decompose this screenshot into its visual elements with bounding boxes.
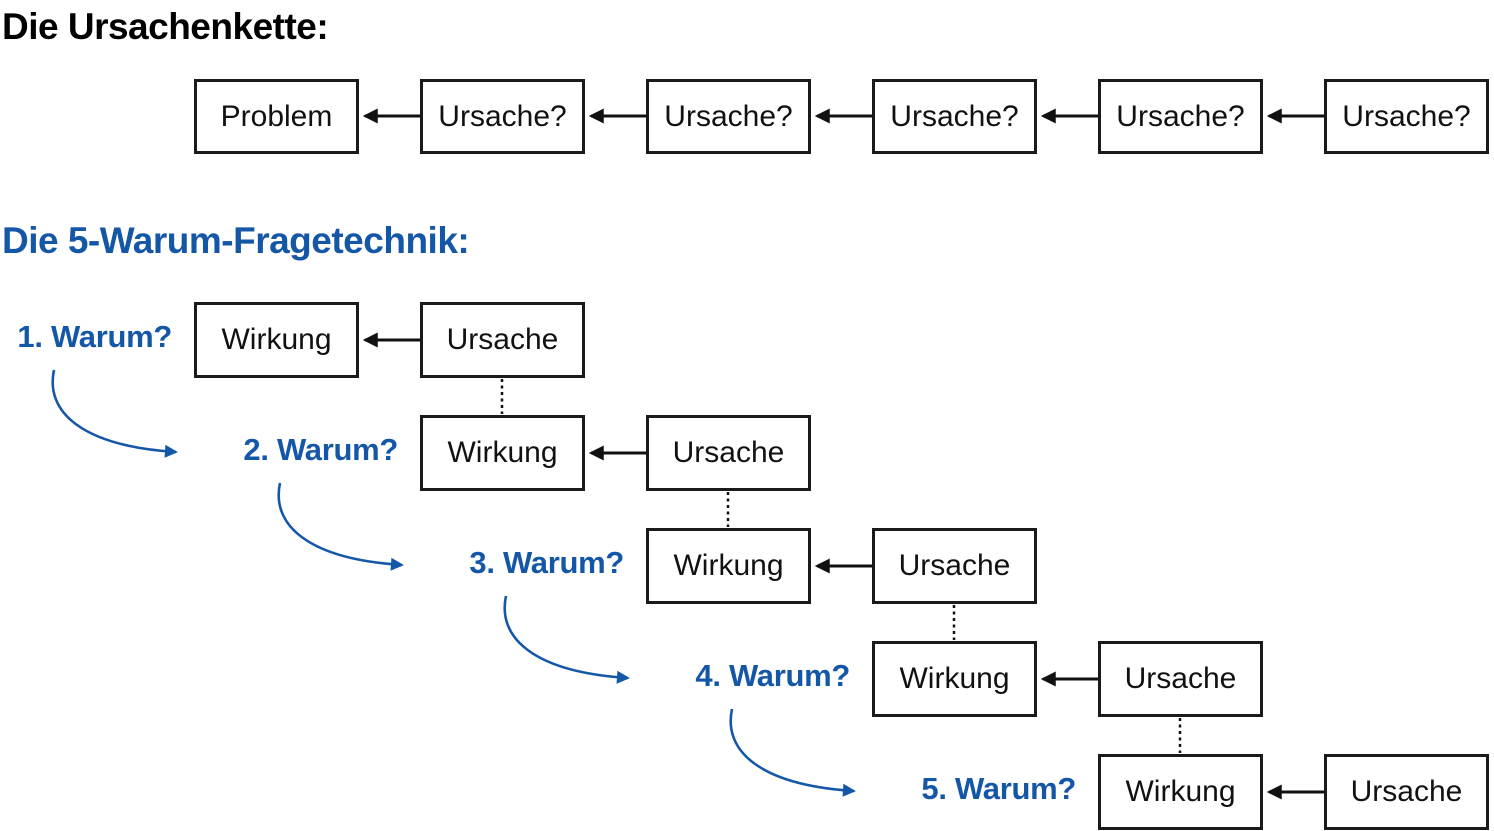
cause-box-5: Ursache (1324, 754, 1489, 830)
cause-box-4: Ursache (1098, 641, 1263, 717)
section2-title: Die 5-Warum-Fragetechnik: (2, 220, 470, 261)
chain-box-ursache-5: Ursache? (1324, 79, 1489, 154)
warum-label-2: 2. Warum? (243, 432, 398, 467)
effect-box-2: Wirkung (420, 415, 585, 491)
cause-box-2: Ursache (646, 415, 811, 491)
cause-box-3: Ursache (872, 528, 1037, 604)
chain-box-ursache-1: Ursache? (420, 79, 585, 154)
warum-label-1: 1. Warum? (17, 319, 172, 354)
chain-box-problem: Problem (194, 79, 359, 154)
cause-box-1: Ursache (420, 302, 585, 378)
warum-label-5: 5. Warum? (921, 771, 1076, 806)
chain-box-ursache-4: Ursache? (1098, 79, 1263, 154)
warum-curve-arrow-4 (729, 708, 856, 797)
warum-label-3: 3. Warum? (469, 545, 624, 580)
section1-title: Die Ursachenkette: (2, 6, 329, 47)
effect-box-4: Wirkung (872, 641, 1037, 717)
effect-box-3: Wirkung (646, 528, 811, 604)
chain-box-ursache-2: Ursache? (646, 79, 811, 154)
warum-curve-arrow-3 (503, 595, 630, 684)
warum-curve-arrow-2 (277, 482, 404, 571)
warum-label-4: 4. Warum? (695, 658, 850, 693)
effect-box-1: Wirkung (194, 302, 359, 378)
effect-box-5: Wirkung (1098, 754, 1263, 830)
chain-box-ursache-3: Ursache? (872, 79, 1037, 154)
warum-curve-arrow-1 (51, 369, 178, 458)
